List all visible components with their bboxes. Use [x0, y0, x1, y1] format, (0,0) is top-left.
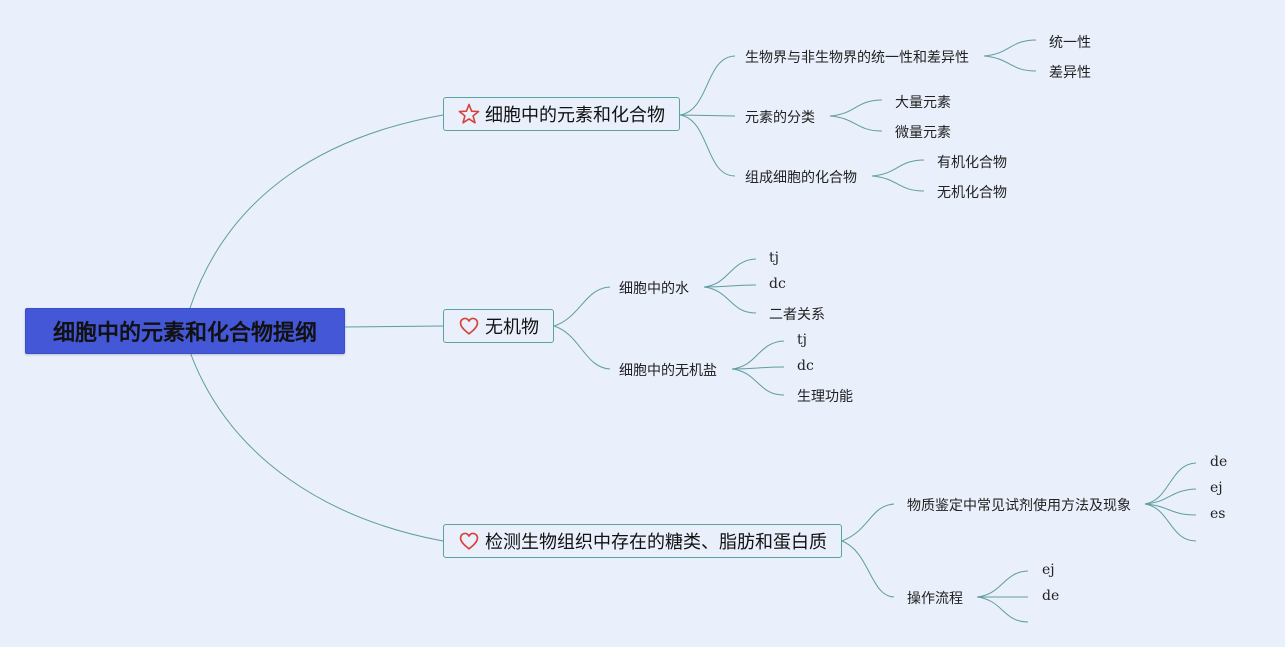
connector-t1-s2-l1 [829, 99, 883, 117]
leaf-trace-elements[interactable]: 微量元素 [895, 122, 951, 142]
leaf-reagent-ej[interactable]: ej [1210, 480, 1223, 496]
leaf-inorganic-compounds[interactable]: 无机化合物 [937, 182, 1007, 202]
connector-t2-s2 [553, 325, 611, 370]
connector-t3-s1-l4 [1144, 503, 1197, 542]
leaf-label: tj [769, 250, 779, 266]
subtopic-element-classification[interactable]: 元素的分类 [745, 107, 815, 127]
subtopic-label: 生物界与非生物界的统一性和差异性 [745, 50, 969, 66]
subtopic-cell-compounds[interactable]: 组成细胞的化合物 [745, 167, 857, 187]
leaf-label: de [1210, 454, 1228, 470]
leaf-label: 差异性 [1049, 65, 1091, 81]
connector-root-topic-1 [189, 114, 444, 309]
leaf-macro-elements[interactable]: 大量元素 [895, 92, 951, 112]
leaf-label: 无机化合物 [937, 185, 1007, 201]
connector-t2-s1 [553, 286, 611, 327]
leaf-label: 二者关系 [769, 307, 825, 323]
connector-t2-s1-l2 [703, 284, 757, 288]
heart-icon [456, 528, 482, 554]
root-topic[interactable]: 细胞中的元素和化合物提纲 [25, 308, 345, 354]
leaf-label: 大量元素 [895, 95, 951, 111]
connector-t3-s1-l2 [1144, 488, 1197, 505]
leaf-organic-compounds[interactable]: 有机化合物 [937, 152, 1007, 172]
subtopic-water-in-cells[interactable]: 细胞中的水 [619, 278, 689, 298]
connector-t1-s1-l2 [983, 55, 1037, 72]
connector-t1-s1-l1 [983, 39, 1037, 57]
leaf-label: 微量元素 [895, 125, 951, 141]
leaf-label: ej [1210, 480, 1223, 496]
subtopic-unity-difference[interactable]: 生物界与非生物界的统一性和差异性 [745, 47, 969, 67]
leaf-label: tj [797, 332, 807, 348]
connector-t2-s2-l2 [731, 366, 785, 370]
connector-t1-s3 [679, 114, 736, 177]
leaf-difference[interactable]: 差异性 [1049, 62, 1091, 82]
topic-label: 检测生物组织中存在的糖类、脂肪和蛋白质 [485, 532, 827, 553]
leaf-salt-dc[interactable]: dc [797, 358, 814, 374]
leaf-reagent-de[interactable]: de [1210, 454, 1227, 470]
subtopic-reagents[interactable]: 物质鉴定中常见试剂使用方法及现象 [907, 495, 1131, 515]
connector-t1-s2-l2 [829, 115, 883, 132]
topic-detection[interactable]: 检测生物组织中存在的糖类、脂肪和蛋白质 [443, 524, 842, 558]
leaf-water-dc[interactable]: dc [769, 276, 786, 292]
connector-t3-s2-l1 [976, 570, 1029, 598]
topic-label: 无机物 [485, 317, 539, 338]
connector-t2-s2-l1 [731, 340, 785, 370]
leaf-salt-tj[interactable]: tj [797, 332, 807, 348]
connector-t2-s1-l3 [703, 286, 757, 314]
connector-t1-s3-l2 [871, 175, 925, 192]
leaf-unity[interactable]: 统一性 [1049, 32, 1091, 52]
leaf-reagent-es[interactable]: es [1210, 506, 1225, 522]
connector-t2-s2-l3 [731, 368, 785, 396]
subtopic-procedure[interactable]: 操作流程 [907, 588, 963, 608]
leaf-label: 有机化合物 [937, 155, 1007, 171]
connector-t1-s1 [679, 55, 736, 116]
subtopic-label: 物质鉴定中常见试剂使用方法及现象 [907, 498, 1131, 514]
heart-icon [456, 313, 482, 339]
topic-inorganic[interactable]: 无机物 [443, 309, 554, 343]
leaf-salt-function[interactable]: 生理功能 [797, 386, 853, 406]
topic-elements-compounds[interactable]: 细胞中的元素和化合物 [443, 97, 680, 131]
connector-t3-s2 [841, 540, 895, 598]
leaf-label: es [1210, 506, 1226, 522]
root-topic-label: 细胞中的元素和化合物提纲 [52, 321, 317, 346]
topic-label: 细胞中的元素和化合物 [485, 105, 665, 126]
leaf-label: de [1042, 588, 1060, 604]
subtopic-label: 组成细胞的化合物 [745, 170, 857, 186]
star-icon [456, 101, 482, 127]
leaf-procedure-ej[interactable]: ej [1042, 562, 1055, 578]
leaf-water-relation[interactable]: 二者关系 [769, 304, 825, 324]
leaf-label: dc [797, 358, 814, 374]
leaf-label: ej [1042, 562, 1055, 578]
connector-t2-s1-l1 [703, 258, 757, 288]
subtopic-label: 细胞中的无机盐 [619, 363, 717, 379]
connector-t1-s2 [679, 114, 736, 117]
connector-t3-s1-l1 [1144, 462, 1197, 505]
connector-t1-s3-l1 [871, 159, 925, 177]
subtopic-inorganic-salts[interactable]: 细胞中的无机盐 [619, 360, 717, 380]
subtopic-label: 细胞中的水 [619, 281, 689, 297]
connector-t3-s2-l3 [976, 596, 1029, 623]
connector-t3-s1-l3 [1144, 503, 1197, 516]
leaf-label: 生理功能 [797, 389, 853, 405]
leaf-label: 统一性 [1049, 35, 1091, 51]
connector-root-topic-3 [189, 351, 444, 542]
connector-root-topic-2 [342, 325, 444, 328]
leaf-label: dc [769, 276, 786, 292]
leaf-water-tj[interactable]: tj [769, 250, 779, 266]
leaf-procedure-de[interactable]: de [1042, 588, 1059, 604]
connector-t3-s1 [841, 503, 895, 542]
subtopic-label: 元素的分类 [745, 110, 815, 126]
subtopic-label: 操作流程 [907, 591, 963, 607]
